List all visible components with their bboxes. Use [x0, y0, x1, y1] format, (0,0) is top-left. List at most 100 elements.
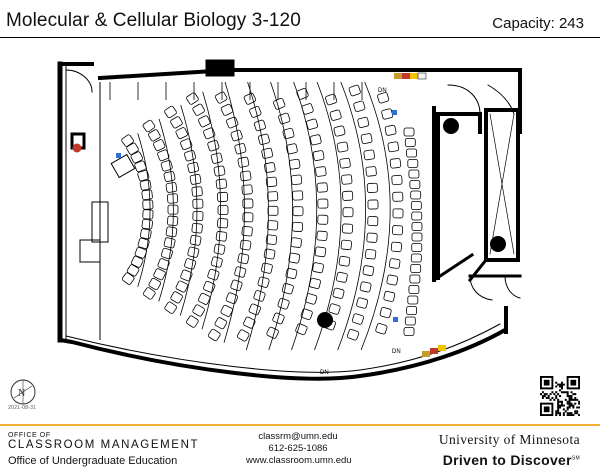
seat: [290, 237, 302, 248]
seat: [248, 303, 261, 316]
seat: [353, 100, 366, 112]
seat: [131, 255, 144, 268]
seat: [306, 118, 319, 130]
seat: [384, 124, 397, 136]
seat: [165, 182, 178, 193]
seat: [237, 253, 250, 265]
svg-text:DN: DN: [378, 88, 387, 94]
seat: [406, 148, 417, 158]
aisle-stairs: [109, 81, 391, 351]
row-riser: [245, 81, 269, 351]
seat: [220, 304, 233, 317]
outlet-markers: [116, 72, 446, 357]
seat: [273, 97, 286, 110]
seat: [342, 190, 354, 201]
seat: [408, 285, 420, 294]
seat: [309, 277, 321, 289]
seat: [288, 252, 301, 264]
university-block: University of Minnesota Driven to Discov…: [439, 432, 580, 468]
seat: [292, 190, 304, 201]
seat: [410, 264, 422, 273]
seat: [295, 323, 308, 336]
seat: [391, 225, 404, 236]
seat: [139, 228, 152, 240]
seat: [257, 133, 270, 145]
seat: [392, 191, 404, 202]
svg-text:N: N: [18, 388, 25, 399]
seat: [163, 237, 176, 249]
seat: [187, 246, 200, 258]
seat: [126, 142, 139, 155]
seat: [207, 139, 220, 152]
department-block: OFFICE OF CLASSROOM MANAGEMENT Office of…: [8, 432, 199, 467]
seat: [341, 223, 354, 234]
seat: [404, 316, 416, 326]
seat: [192, 304, 205, 317]
seat: [266, 326, 279, 339]
seat: [265, 176, 278, 188]
seat: [261, 262, 273, 274]
column-pillar: [317, 312, 333, 328]
seat: [366, 182, 378, 193]
seat: [357, 116, 370, 128]
seat: [317, 214, 329, 225]
seat: [230, 129, 243, 142]
svg-text:DN: DN: [392, 349, 401, 355]
seat: [410, 190, 422, 200]
seat: [290, 174, 303, 186]
seat: [346, 328, 360, 341]
seat: [281, 283, 294, 295]
seat: [175, 280, 189, 293]
seat: [215, 231, 228, 242]
office-name: Office of Undergraduate Education: [8, 454, 178, 467]
seat: [312, 262, 324, 274]
seat: [213, 243, 226, 255]
seat: [314, 246, 327, 258]
row-riser: [268, 81, 293, 351]
seat: [207, 268, 220, 281]
contact-phone: 612-625-1086: [268, 443, 328, 454]
seat: [387, 141, 400, 153]
seat: [166, 193, 179, 204]
seat: [137, 237, 150, 250]
seat: [137, 169, 150, 182]
column-pillar: [443, 118, 459, 134]
seat: [367, 216, 379, 227]
instructor-area: [70, 82, 136, 340]
seat: [142, 119, 156, 133]
dept-name: CLASSROOM MANAGEMENT: [8, 439, 200, 451]
seat: [312, 150, 325, 161]
seat: [317, 198, 329, 209]
seat: [214, 91, 228, 104]
row-riser: [337, 81, 366, 351]
seat: [139, 179, 152, 191]
seat: [237, 329, 250, 342]
seat: [160, 247, 173, 260]
contact-email[interactable]: classrm@umn.edu: [258, 431, 338, 442]
seat: [332, 287, 345, 299]
seat: [278, 112, 291, 125]
row-riser: [137, 133, 151, 287]
seat: [315, 166, 327, 177]
seat: [300, 308, 313, 320]
seat: [364, 248, 377, 260]
classroom-floorplan: DN DN DN: [57, 59, 522, 381]
seat: [134, 246, 147, 259]
qr-code[interactable]: [540, 376, 580, 416]
seat: [363, 149, 375, 161]
seat: [241, 184, 253, 195]
seat: [348, 84, 361, 97]
contact-website[interactable]: www.classroom.umn.edu: [246, 455, 352, 466]
seat: [336, 141, 349, 153]
page-title: Molecular & Cellular Biology 3-120: [6, 10, 301, 31]
seat: [160, 160, 173, 172]
seat: [340, 239, 352, 251]
seat: [152, 139, 166, 152]
seat: [286, 143, 298, 155]
seat: [389, 158, 402, 169]
seat: [230, 279, 243, 292]
seat: [164, 301, 177, 314]
seat: [186, 315, 199, 328]
seat: [239, 239, 252, 251]
seat: [404, 138, 416, 147]
